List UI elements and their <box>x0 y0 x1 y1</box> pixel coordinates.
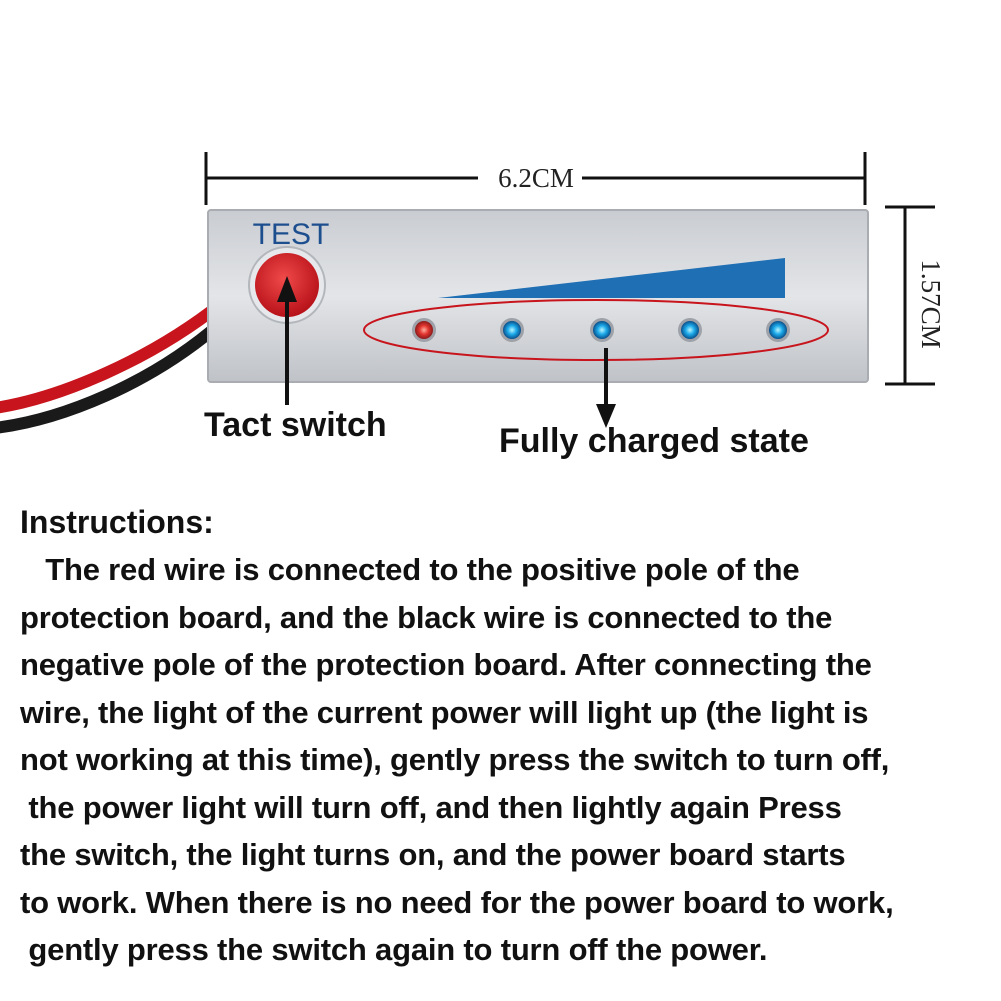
instructions-block: Instructions: The red wire is connected … <box>20 498 995 974</box>
instructions-line: The red wire is connected to the positiv… <box>20 552 800 587</box>
instructions-line: the switch, the light turns on, and the … <box>20 837 846 872</box>
led-highlight-outline <box>363 299 829 361</box>
height-dimension <box>885 205 946 386</box>
led-2-blue <box>503 321 521 339</box>
instructions-line: wire, the light of the current power wil… <box>20 694 869 730</box>
black-wire <box>0 316 228 434</box>
instructions-line: negative pole of the protection board. A… <box>20 647 872 682</box>
led-5-blue <box>769 321 787 339</box>
product-figure: 6.2CM 1.57CM TEST <box>0 152 946 434</box>
width-dimension <box>204 152 867 205</box>
tact-switch-caption: Tact switch <box>204 406 387 444</box>
tact-switch-arrow <box>277 276 297 405</box>
instructions-line: not working at this time), gently press … <box>20 742 890 777</box>
height-label: 1.57CM <box>916 259 946 348</box>
instructions-line: protection board, and the black wire is … <box>20 599 833 635</box>
led-1-red <box>415 321 433 339</box>
instructions-line: gently press the switch again to turn of… <box>20 932 768 967</box>
led-row <box>412 318 790 342</box>
test-label: TEST <box>253 218 330 251</box>
instructions-line: to work. When there is no need for the p… <box>20 884 894 920</box>
led-4-blue <box>681 321 699 339</box>
instructions-line: the power light will turn off, and then … <box>20 789 842 825</box>
width-label: 6.2CM <box>498 163 574 193</box>
led-3-blue <box>593 321 611 339</box>
fully-charged-arrow <box>596 348 616 428</box>
red-wire <box>0 297 228 414</box>
fully-charged-caption: Fully charged state <box>499 422 809 460</box>
instructions-heading: Instructions: <box>20 504 214 540</box>
charge-level-bar <box>438 258 785 298</box>
instructions-body: The red wire is connected to the positiv… <box>20 546 995 974</box>
